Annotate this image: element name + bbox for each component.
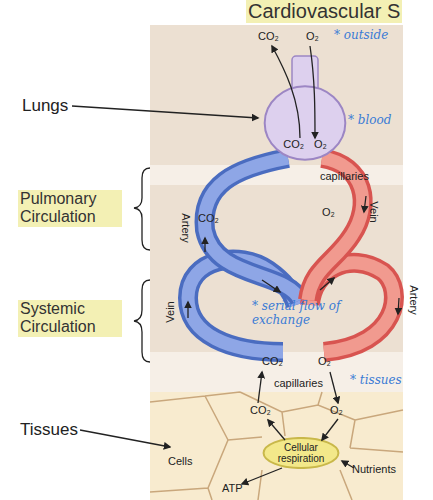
gas-label: O₂ — [306, 30, 319, 43]
region-label: Pulmonary Circulation — [18, 190, 122, 227]
handwritten-note: * serial flow of exchange — [252, 300, 356, 328]
cells-label: Cells — [168, 455, 192, 468]
gas-label: O₂ — [330, 404, 343, 417]
vessel-label: Vein — [368, 201, 381, 222]
node-text: CO₂ — [283, 138, 304, 150]
gas-label: O₂ — [322, 206, 335, 219]
gas-label: CO₂ — [198, 212, 219, 225]
region-label: Systemic Circulation — [18, 300, 122, 337]
vessel-label: Artery — [180, 213, 193, 242]
node-text: O₂ — [314, 138, 327, 150]
node-text: Cellular respiration — [262, 442, 340, 464]
gas-label: CO₂ — [258, 30, 279, 43]
gas-label: CO₂ — [262, 355, 283, 368]
atp-label: ATP — [222, 482, 243, 495]
vessel-label: Vein — [164, 301, 177, 322]
capillaries-label: capillaries — [320, 170, 369, 183]
region-label: Tissues — [20, 420, 78, 440]
region-label: Lungs — [22, 96, 68, 116]
lung-bulb: CO₂ O₂ — [263, 84, 347, 162]
handwritten-note: * outside — [334, 29, 388, 43]
capillaries-label: capillaries — [274, 377, 323, 390]
nutrients-label: Nutrients — [352, 463, 396, 476]
handwritten-note: * tissues — [350, 374, 402, 388]
respiration-oval: Cellular respiration — [262, 437, 340, 469]
page-title: Cardiovascular S — [246, 0, 402, 23]
handwritten-note: * blood — [348, 114, 391, 128]
node-outline — [263, 84, 347, 162]
gas-label: O₂ — [318, 355, 331, 368]
vessel-label: Artery — [408, 285, 421, 314]
gas-label: CO₂ — [250, 404, 271, 417]
